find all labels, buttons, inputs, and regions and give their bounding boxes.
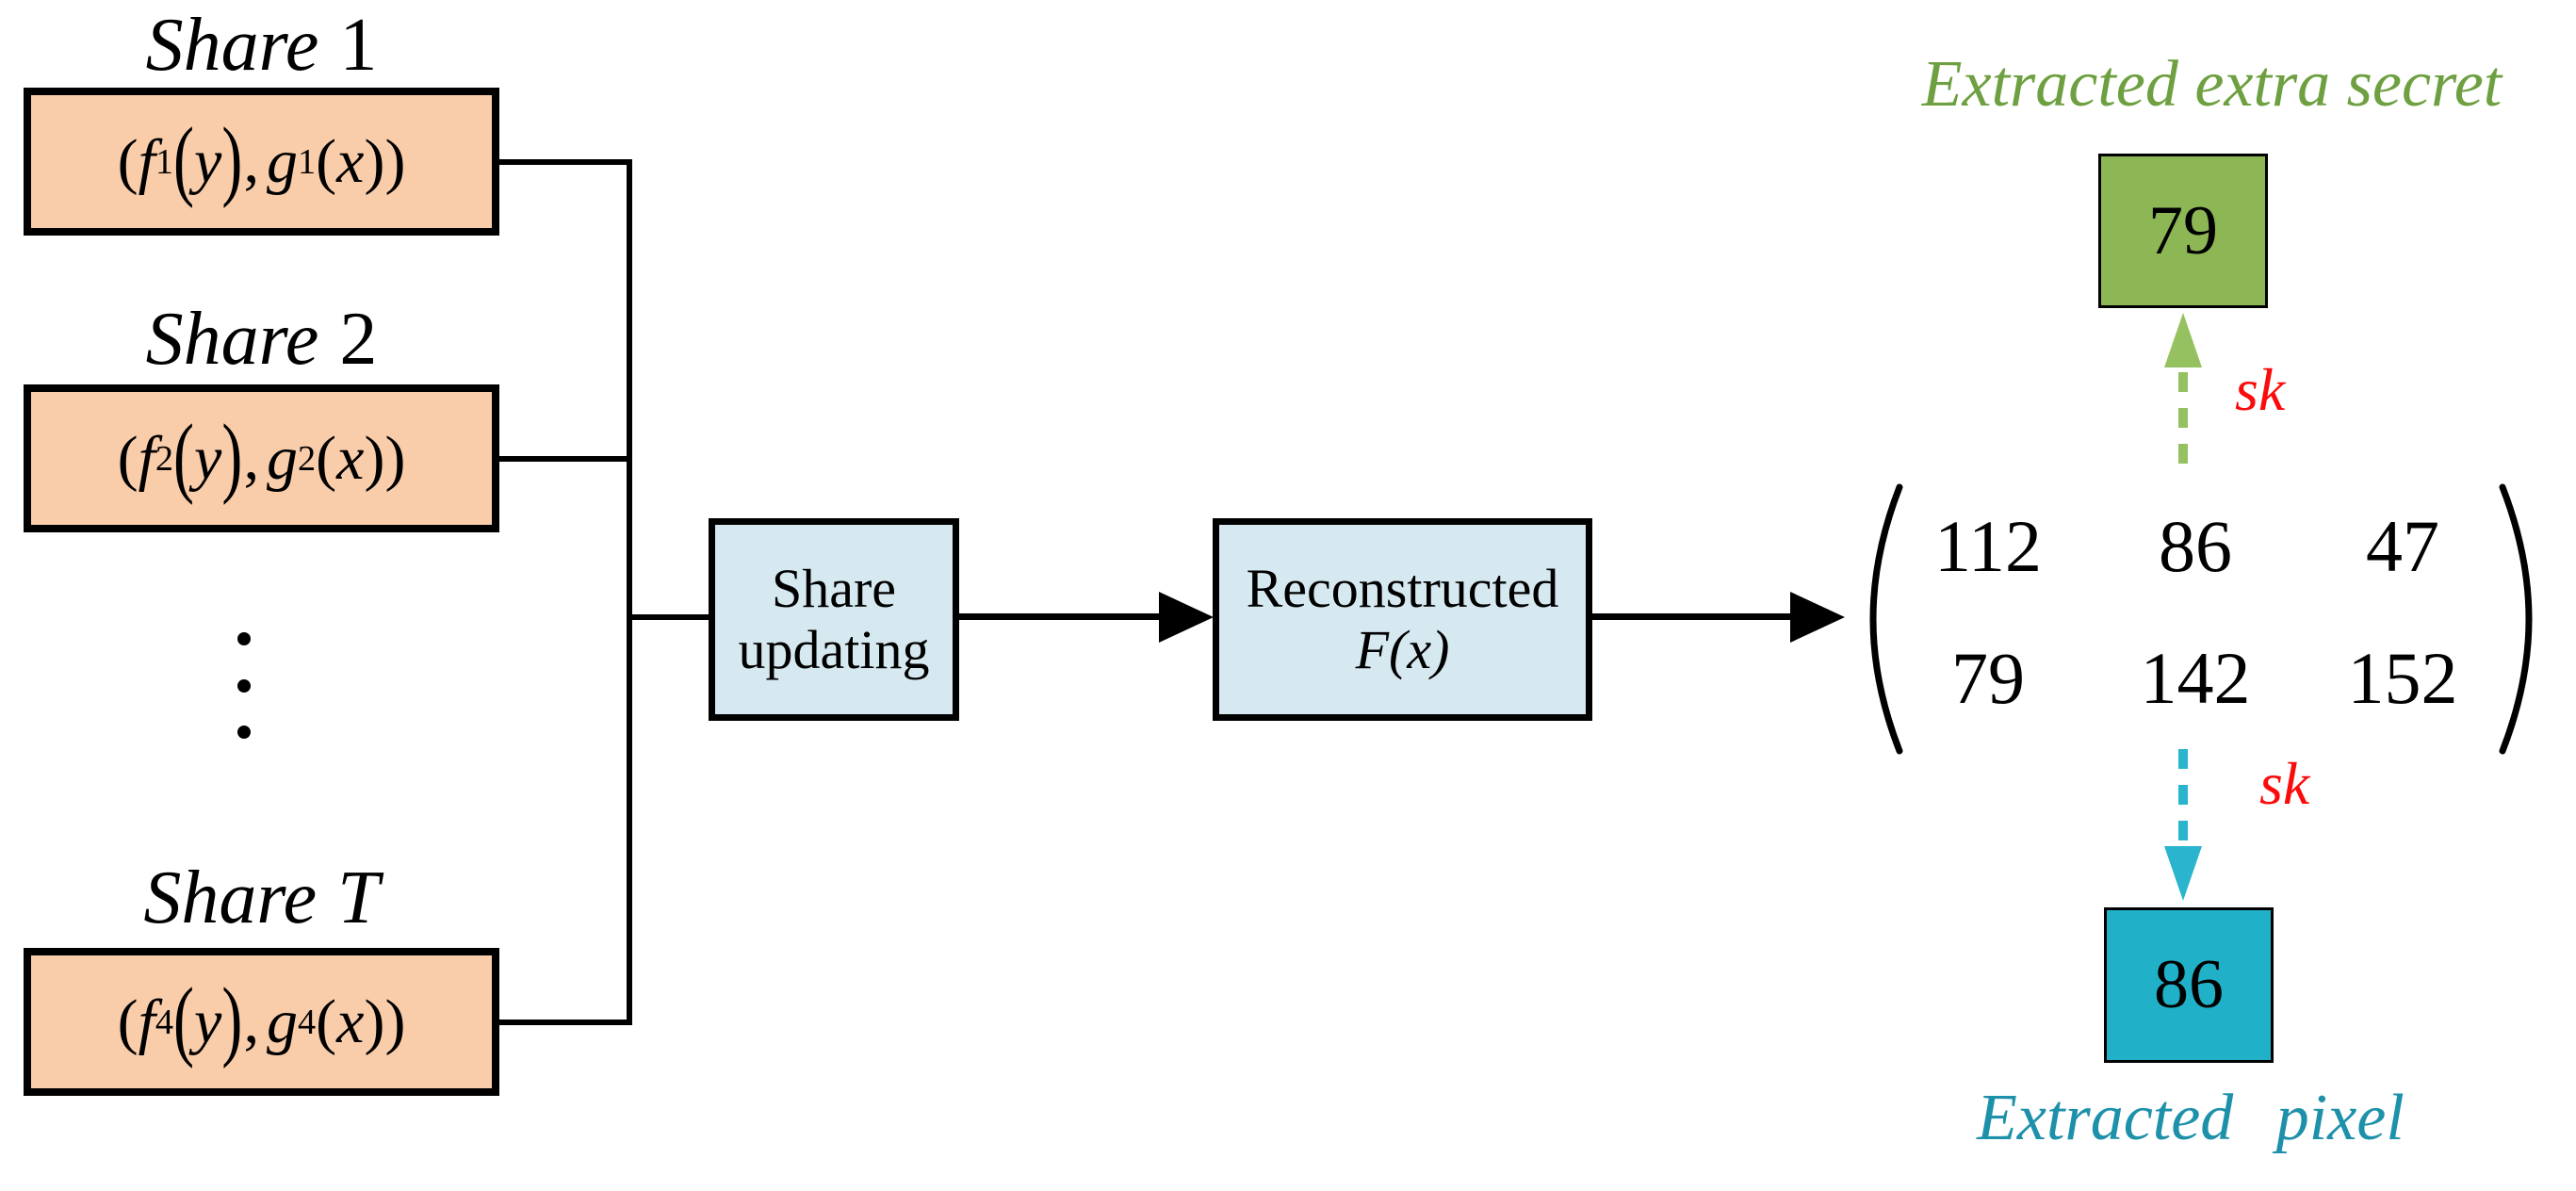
reconstructed-arg: (x): [1389, 618, 1450, 680]
share-t-connector-line: [499, 1020, 632, 1025]
extracted-pixel-label: Extracted pixel: [1977, 1082, 2405, 1154]
share-updating-label-line2: updating: [738, 618, 930, 680]
formula-g: g: [267, 987, 299, 1056]
extracted-extra-secret-box: 79: [2098, 154, 2268, 308]
formula-g-close-paren: ): [364, 126, 385, 196]
formula-f-variable: y: [194, 987, 222, 1056]
formula-close-paren: ): [384, 987, 406, 1056]
formula-g-close-paren: ): [364, 423, 385, 493]
formula-f: f: [138, 423, 155, 493]
matrix-left-paren: [1869, 483, 1903, 755]
share-2-title-word: Share: [145, 298, 319, 381]
formula-close-paren: ): [384, 126, 406, 196]
formula-g: g: [267, 126, 299, 196]
formula-g-variable: x: [336, 987, 365, 1056]
formula-open-paren: (: [117, 423, 139, 493]
formula-f-close-paren: ): [221, 109, 243, 209]
matrix-cell: 152: [2347, 637, 2458, 719]
pixel-dashed-line: [2178, 749, 2188, 843]
share-updating-label-line1: Share: [771, 557, 897, 619]
formula-f: f: [138, 987, 155, 1056]
formula-comma: ,: [243, 126, 260, 196]
extracted-extra-secret-value: 79: [2148, 191, 2218, 269]
formula-f-open-paren: (: [173, 406, 195, 506]
reconstructed-label-line1: Reconstructed: [1246, 557, 1559, 619]
share-t-title-number: T: [337, 857, 380, 939]
share-1-title-number: 1: [339, 4, 378, 87]
extracted-pixel-box: 86: [2104, 907, 2274, 1063]
formula-f-close-paren: ): [221, 406, 243, 506]
reconstructed-label-line2: F(x): [1355, 618, 1450, 681]
formula-g-open-paren: (: [316, 126, 337, 196]
formula-f-variable: y: [194, 423, 222, 493]
share-t-title: Share T: [24, 853, 499, 939]
formula-f-variable: y: [194, 126, 222, 196]
extracted-pixel-value: 86: [2154, 946, 2224, 1023]
bus-vertical-line: [627, 159, 632, 1025]
matrix-cell: 112: [1933, 505, 2043, 587]
formula-open-paren: (: [117, 126, 139, 196]
share-1-connector-line: [499, 159, 632, 165]
pixel-key-label: sk: [2259, 750, 2310, 817]
reconstructed-to-matrix-arrowhead: [1790, 592, 1845, 643]
reconstructed-to-matrix-arrow-line: [1592, 613, 1792, 620]
extracted-extra-secret-label: Extracted extra secret: [1921, 48, 2503, 121]
share-2-title: Share 2: [24, 294, 499, 381]
matrix-cell: 86: [2159, 505, 2232, 587]
formula-close-paren: ): [384, 423, 406, 493]
matrix-cell: 47: [2366, 505, 2439, 587]
vertical-ellipsis-dot: [237, 679, 251, 693]
share-t-title-word: Share: [143, 857, 318, 939]
formula-open-paren: (: [117, 987, 139, 1056]
updating-to-reconstructed-arrowhead: [1159, 592, 1214, 643]
formula-comma: ,: [243, 423, 260, 493]
formula-g: g: [267, 423, 299, 493]
secret-arrowhead-up: [2164, 313, 2202, 367]
secret-key-label: sk: [2235, 356, 2286, 423]
formula-comma: ,: [243, 987, 260, 1056]
matrix-cell: 142: [2140, 637, 2251, 719]
bus-to-updating-line: [627, 614, 711, 620]
formula-g-variable: x: [336, 423, 365, 493]
matrix-right-paren: [2499, 483, 2533, 755]
share-2-title-number: 2: [339, 298, 378, 381]
reconstructed-f: F: [1355, 618, 1390, 680]
matrix-cell: 79: [1951, 637, 2025, 719]
vertical-ellipsis-dot: [237, 726, 251, 739]
formula-f-close-paren: ): [221, 970, 243, 1069]
formula-g-open-paren: (: [316, 987, 337, 1056]
formula-f-open-paren: (: [173, 109, 195, 209]
updating-to-reconstructed-arrow-line: [959, 613, 1161, 620]
formula-f: f: [138, 126, 155, 196]
vertical-ellipsis-dot: [237, 632, 251, 645]
share-2-connector-line: [499, 456, 632, 462]
formula-g-close-paren: ): [364, 987, 385, 1056]
reconstructed-fx-box: Reconstructed F(x): [1213, 518, 1592, 721]
pixel-arrowhead-down: [2164, 846, 2202, 901]
share-1-title-word: Share: [145, 4, 319, 87]
share-1-title: Share 1: [24, 0, 499, 87]
share-updating-box: Share updating: [709, 518, 959, 721]
formula-f-open-paren: (: [173, 970, 195, 1069]
formula-g-variable: x: [336, 126, 365, 196]
secret-dashed-line: [2178, 372, 2188, 478]
formula-g-open-paren: (: [316, 423, 337, 493]
